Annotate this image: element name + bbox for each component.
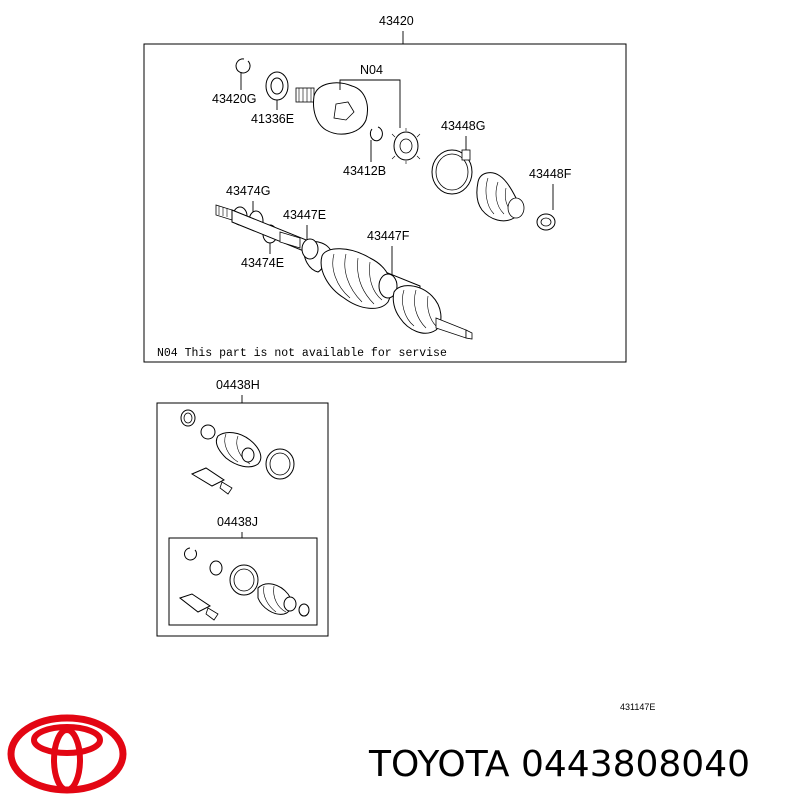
- drive-shaft-assembly-part: [215, 204, 473, 340]
- label-snap-ring-outer: 43420G: [212, 92, 256, 106]
- assembly-frame: [143, 43, 627, 363]
- label-boot-clamp-large: 43448G: [441, 119, 485, 133]
- leader-not-available-group: [339, 79, 401, 128]
- label-inner-clamp-e: 43474E: [241, 256, 284, 270]
- toyota-logo-icon: [7, 714, 127, 794]
- label-inner-clamp-g: 43474G: [226, 184, 270, 198]
- kit-j-frame: [168, 537, 318, 626]
- label-kit-j: 04438J: [217, 515, 258, 529]
- inner-race-part: [391, 128, 421, 164]
- label-kit-h: 04438H: [216, 378, 260, 392]
- boot-clamp-small-part: [536, 213, 556, 231]
- label-boot-clamp-small: 43448F: [529, 167, 572, 181]
- label-boot-inner: 43447E: [283, 208, 326, 222]
- kit-h-parts: [180, 409, 295, 495]
- label-boot-outer: 43447F: [367, 229, 410, 243]
- snap-ring-outer-part: [235, 58, 251, 74]
- snap-ring-inner-part: [369, 126, 383, 142]
- label-dust-seal: 41336E: [251, 112, 294, 126]
- boot-clamp-large-part: [431, 149, 473, 195]
- kit-h-frame: [156, 402, 329, 637]
- outer-boot-part: [476, 172, 525, 222]
- kit-j-parts: [178, 547, 310, 621]
- dust-seal-part: [265, 71, 289, 101]
- label-snap-ring-inner: 43412B: [343, 164, 386, 178]
- label-assembly: 43420: [379, 14, 414, 28]
- figure-code: 431147E: [620, 702, 655, 712]
- outer-joint-housing-part: [295, 82, 368, 135]
- brand-part-number: TOYOTA 0443808040: [368, 744, 750, 785]
- label-not-available-group: N04: [360, 63, 383, 77]
- not-available-note: N04 This part is not available for servi…: [157, 347, 447, 360]
